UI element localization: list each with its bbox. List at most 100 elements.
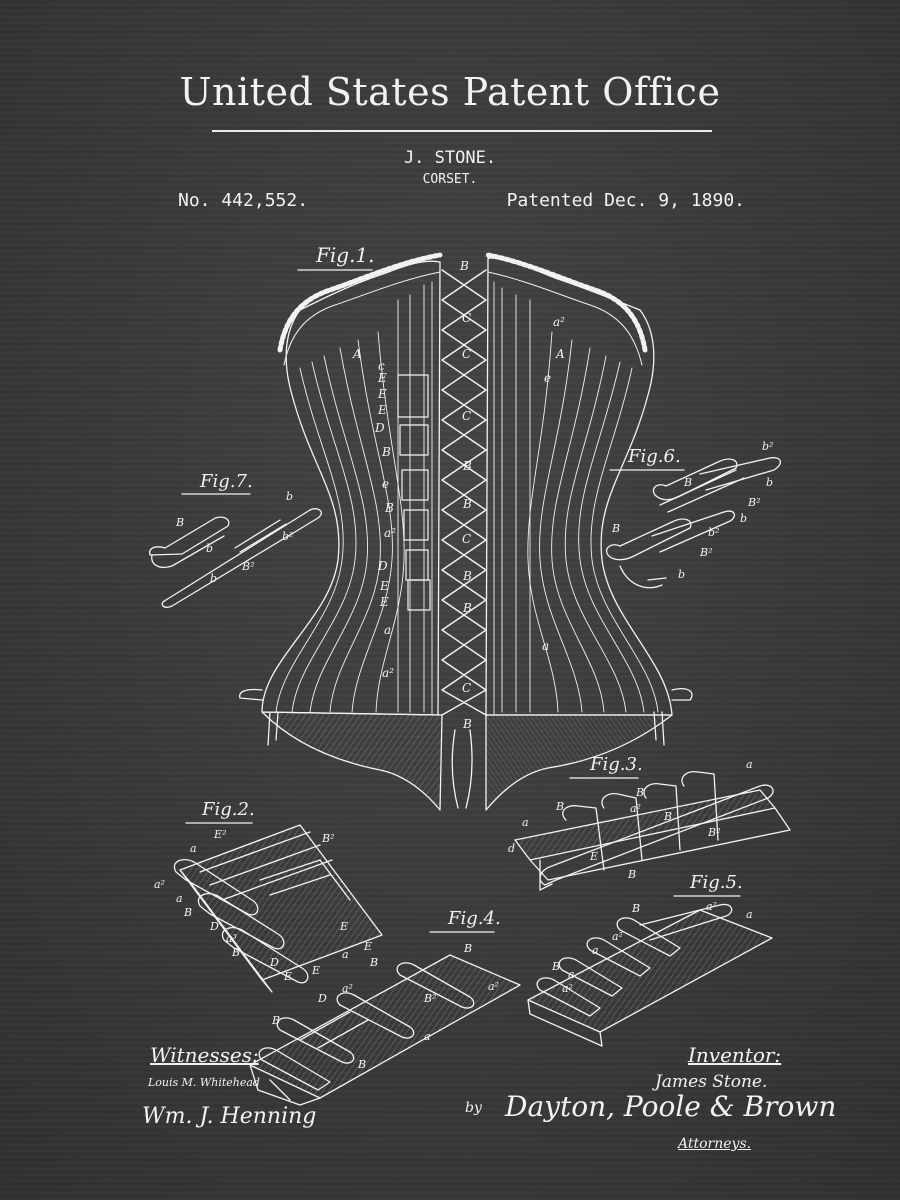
svg-text:B: B xyxy=(175,516,184,529)
svg-text:B: B xyxy=(183,906,192,919)
svg-text:a²: a² xyxy=(384,526,396,540)
svg-text:B²: B² xyxy=(423,992,437,1005)
svg-text:B: B xyxy=(462,569,472,583)
fig6-drawing: Fig.6. b² B b B² b B b² B² b xyxy=(605,440,781,589)
svg-text:a: a xyxy=(522,816,529,829)
patent-date: Patented Dec. 9, 1890. xyxy=(506,190,745,211)
svg-text:b²: b² xyxy=(762,440,773,453)
witness-2-signature: Wm. J. Henning xyxy=(142,1104,317,1129)
svg-text:E: E xyxy=(377,403,387,417)
svg-text:a: a xyxy=(342,948,349,961)
svg-text:E: E xyxy=(339,920,348,933)
fig2-drawing: Fig.2. E² B² a a² a B D a³ B D E E xyxy=(154,799,383,993)
svg-text:B: B xyxy=(551,960,560,973)
fig7-reference-letters: B b b b² B² b xyxy=(175,490,293,585)
attorneys-label: Attorneys. xyxy=(678,1136,752,1152)
svg-text:b²: b² xyxy=(282,530,293,543)
svg-text:b: b xyxy=(286,490,293,503)
svg-text:B: B xyxy=(384,501,394,515)
svg-text:B²: B² xyxy=(241,560,255,573)
svg-text:B: B xyxy=(459,259,469,273)
svg-text:c: c xyxy=(378,359,385,373)
svg-text:B: B xyxy=(231,946,240,959)
svg-text:C: C xyxy=(462,681,471,695)
patent-number: No. 442,552. xyxy=(178,190,309,211)
svg-text:b: b xyxy=(210,572,217,585)
svg-text:d: d xyxy=(508,842,515,855)
svg-text:B: B xyxy=(631,902,640,915)
svg-text:B: B xyxy=(462,459,472,473)
fig4-label: Fig.4. xyxy=(447,908,501,929)
inventor-name: J. STONE. xyxy=(403,148,497,168)
svg-text:a³: a³ xyxy=(226,932,237,945)
fig1-reference-letters: A A B C C C C C B B B B B D D E E E E E xyxy=(352,259,565,731)
svg-text:A: A xyxy=(352,347,362,361)
svg-text:B²: B² xyxy=(699,546,713,559)
svg-text:B: B xyxy=(369,956,378,969)
fig6-label: Fig.6. xyxy=(627,446,681,467)
svg-text:a: a xyxy=(746,758,753,771)
svg-text:a²: a² xyxy=(612,930,623,943)
svg-text:a²: a² xyxy=(553,315,565,329)
svg-text:b²: b² xyxy=(708,526,719,539)
svg-text:B: B xyxy=(663,810,672,823)
svg-text:b: b xyxy=(766,476,773,489)
fig7-label: Fig.7. xyxy=(199,471,253,492)
svg-text:B²: B² xyxy=(321,832,335,845)
fig5-reference-letters: B a² a a² a B a a² xyxy=(551,900,753,995)
fig2-reference-letters: E² B² a a² a B D a³ B D E E a E E xyxy=(154,828,372,983)
svg-text:a²: a² xyxy=(706,900,717,913)
fig4-reference-letters: B B a² a² B² D B a B xyxy=(271,942,499,1071)
svg-text:E: E xyxy=(379,579,389,593)
fig7-drawing: Fig.7. B b b b² B² b xyxy=(149,471,322,608)
title-rule xyxy=(212,130,712,132)
svg-text:A: A xyxy=(555,347,565,361)
svg-text:D: D xyxy=(374,421,385,435)
fig6-reference-letters: b² B b B² b B b² B² b xyxy=(611,440,773,581)
svg-text:a²: a² xyxy=(630,802,641,815)
svg-text:a²: a² xyxy=(382,666,394,680)
fig5-drawing: Fig.5. B a² a a² a B a a² xyxy=(527,872,773,1047)
svg-text:B: B xyxy=(683,476,692,489)
svg-text:a: a xyxy=(592,944,599,957)
svg-text:D: D xyxy=(269,956,279,969)
svg-text:E: E xyxy=(311,964,320,977)
svg-text:a²: a² xyxy=(342,982,353,995)
svg-text:B: B xyxy=(462,497,472,511)
fig3-reference-letters: a B B a² B B² a d E B xyxy=(508,758,753,881)
svg-text:C: C xyxy=(462,347,471,361)
fig2-label: Fig.2. xyxy=(201,799,255,820)
svg-text:B: B xyxy=(635,786,644,799)
svg-text:B²: B² xyxy=(707,826,721,839)
witnesses-label: Witnesses: xyxy=(150,1043,259,1067)
svg-text:E: E xyxy=(589,850,598,863)
witness-1-signature: Louis M. Whitehead xyxy=(148,1076,260,1089)
fig3-label: Fig.3. xyxy=(589,754,643,775)
svg-text:B: B xyxy=(611,522,620,535)
svg-text:a: a xyxy=(424,1030,431,1043)
fig4-drawing: Fig.4. B B a² a² B² D B a B xyxy=(249,908,521,1106)
svg-text:b: b xyxy=(206,542,213,555)
svg-text:b: b xyxy=(678,568,685,581)
svg-text:B: B xyxy=(462,601,472,615)
svg-text:a: a xyxy=(568,968,575,981)
svg-text:b: b xyxy=(740,512,747,525)
svg-text:E: E xyxy=(363,940,372,953)
by-label: by xyxy=(465,1100,482,1116)
svg-text:B: B xyxy=(555,800,564,813)
svg-text:B²: B² xyxy=(747,496,761,509)
svg-text:C: C xyxy=(462,532,471,546)
attorney-signature: Dayton, Poole & Brown xyxy=(505,1090,837,1123)
fig5-label: Fig.5. xyxy=(689,872,743,893)
svg-text:D: D xyxy=(209,920,219,933)
svg-text:E: E xyxy=(377,371,387,385)
svg-text:D: D xyxy=(377,559,388,573)
svg-text:D: D xyxy=(317,992,327,1005)
svg-text:e: e xyxy=(382,477,389,491)
fig3-drawing: Fig.3. a B B a² B B² a d E B xyxy=(508,754,791,891)
svg-text:B: B xyxy=(462,717,472,731)
svg-text:a²: a² xyxy=(562,982,573,995)
svg-text:E: E xyxy=(283,970,292,983)
svg-text:a: a xyxy=(542,639,549,653)
